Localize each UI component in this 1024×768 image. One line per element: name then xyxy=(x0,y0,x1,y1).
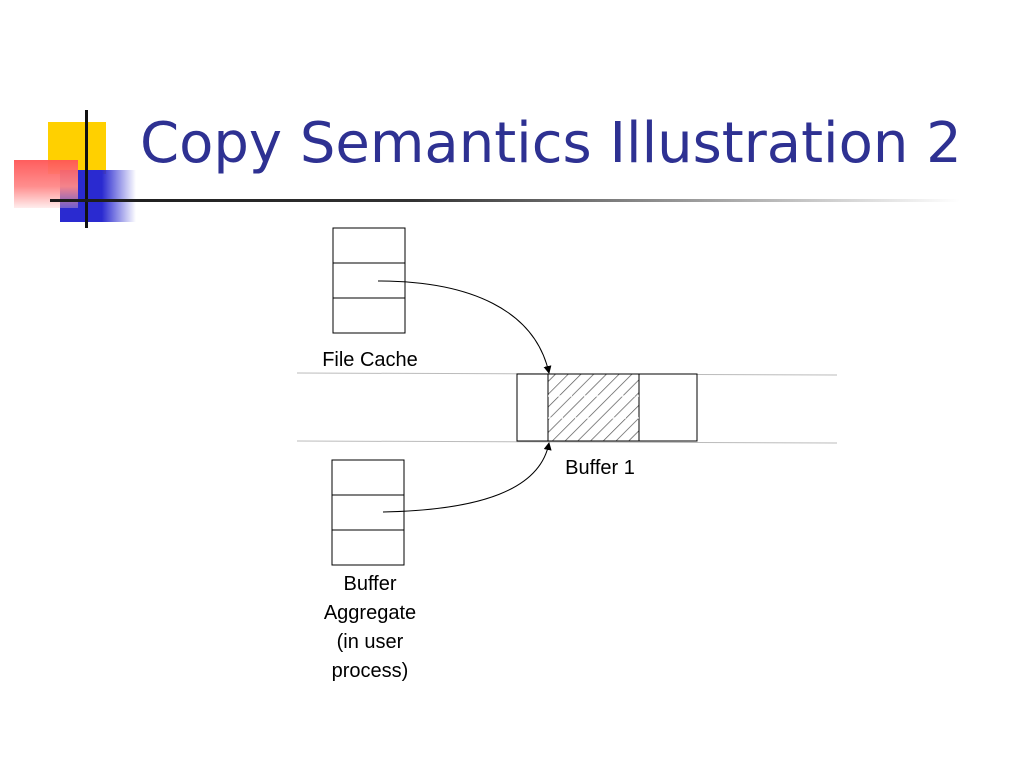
buffer-1-label: Buffer 1 xyxy=(565,457,635,479)
file-cache-label: File Cache xyxy=(322,349,418,371)
buffer-1 xyxy=(516,373,698,442)
buffer-aggregate-label: Buffer Aggregate (in user process) xyxy=(300,570,440,686)
buffer-aggregate-label-line: Aggregate xyxy=(323,602,417,624)
buffer-aggregate-label-line: Buffer xyxy=(343,573,397,595)
buffer-aggregate-block xyxy=(331,529,405,566)
title-underline xyxy=(50,199,960,202)
arrow-aggregate-to-buffer xyxy=(382,442,552,513)
arrow-file-cache-to-buffer xyxy=(377,280,552,374)
file-cache-block xyxy=(332,297,406,334)
buffer-1-hatched-region xyxy=(547,373,640,442)
buffer-aggregate-stack xyxy=(331,459,405,566)
buffer-aggregate-block xyxy=(331,459,405,496)
boundary-line-bottom xyxy=(296,440,838,444)
decor-vertical-rule xyxy=(85,110,88,228)
buffer-aggregate-label-line: process) xyxy=(331,660,409,682)
file-cache-block xyxy=(332,262,406,299)
slide-title: Copy Semantics Illustration 2 xyxy=(140,111,962,176)
file-cache-block xyxy=(332,227,406,264)
file-cache-stack xyxy=(332,227,406,334)
buffer-aggregate-label-line: (in user xyxy=(336,631,404,653)
buffer-aggregate-block xyxy=(331,494,405,531)
